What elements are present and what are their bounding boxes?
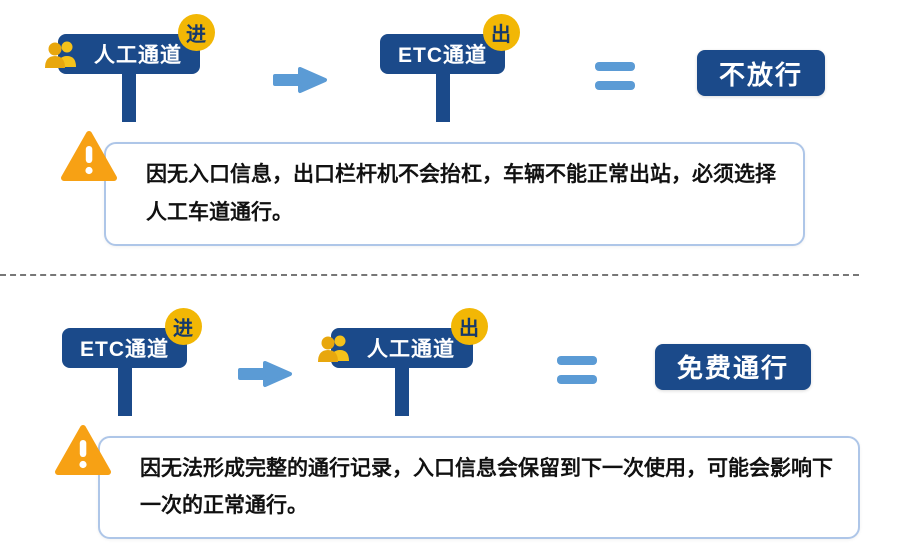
people-icon [317,333,353,363]
note: 因无入口信息，出口栏杆机不会抬杠，车辆不能正常出站，必须选择人工车道通行。 [60,131,805,246]
scenario-etc-entry-manual-exit: ETC通道 进 [0,307,901,540]
sign-label: ETC通道 [398,44,487,67]
equals-icon [557,355,597,384]
note-text: 因无法形成完整的通行记录，入口信息会保留到下一次使用，可能会影响下一次的正常通行… [140,456,833,518]
note-text: 因无入口信息，出口栏杆机不会抬杠，车辆不能正常出站，必须选择人工车道通行。 [146,163,776,224]
sign-post [117,367,132,416]
note-box: 因无入口信息，出口栏杆机不会抬杠，车辆不能正常出站，必须选择人工车道通行。 [104,142,805,246]
sign-board: ETC通道 出 [380,14,520,74]
exit-sign: ETC通道 出 [380,14,520,122]
arrow-right-icon [237,360,293,388]
arrow-right-icon [272,66,328,94]
sign-post [435,74,450,122]
warning-triangle-icon [54,424,112,476]
note-box: 因无法形成完整的通行记录，入口信息会保留到下一次使用，可能会影响下一次的正常通行… [98,435,860,540]
sign-board: 人工通道 进 [45,14,215,74]
result-badge: 免费通行 [655,343,812,390]
equals-icon [595,62,635,90]
entry-sign: 人工通道 进 [45,14,215,122]
flow-row: ETC通道 进 [62,307,901,416]
exit-sign: 人工通道 出 [318,307,488,416]
sign-board: ETC通道 进 [62,307,202,368]
sign-post [122,74,136,122]
sign-label: 人工通道 [367,337,455,361]
entry-sign: ETC通道 进 [62,307,202,416]
exit-badge: 出 [483,14,520,51]
sign-post [395,367,409,416]
entry-badge: 进 [165,307,202,345]
sign-label: 人工通道 [94,44,182,67]
entry-badge: 进 [178,14,215,51]
exit-badge: 出 [451,307,488,345]
warning-triangle-icon [60,130,118,182]
dashed-divider [0,273,859,276]
scenario-manual-entry-etc-exit: 人工通道 进 ETC通道 出 不放行 [0,14,901,246]
flow-row: 人工通道 进 ETC通道 出 不放行 [45,14,901,122]
people-icon [44,39,80,69]
note: 因无法形成完整的通行记录，入口信息会保留到下一次使用，可能会影响下一次的正常通行… [54,424,860,540]
result-badge: 不放行 [697,50,826,96]
sign-board: 人工通道 出 [318,307,488,368]
sign-label: ETC通道 [80,337,169,361]
